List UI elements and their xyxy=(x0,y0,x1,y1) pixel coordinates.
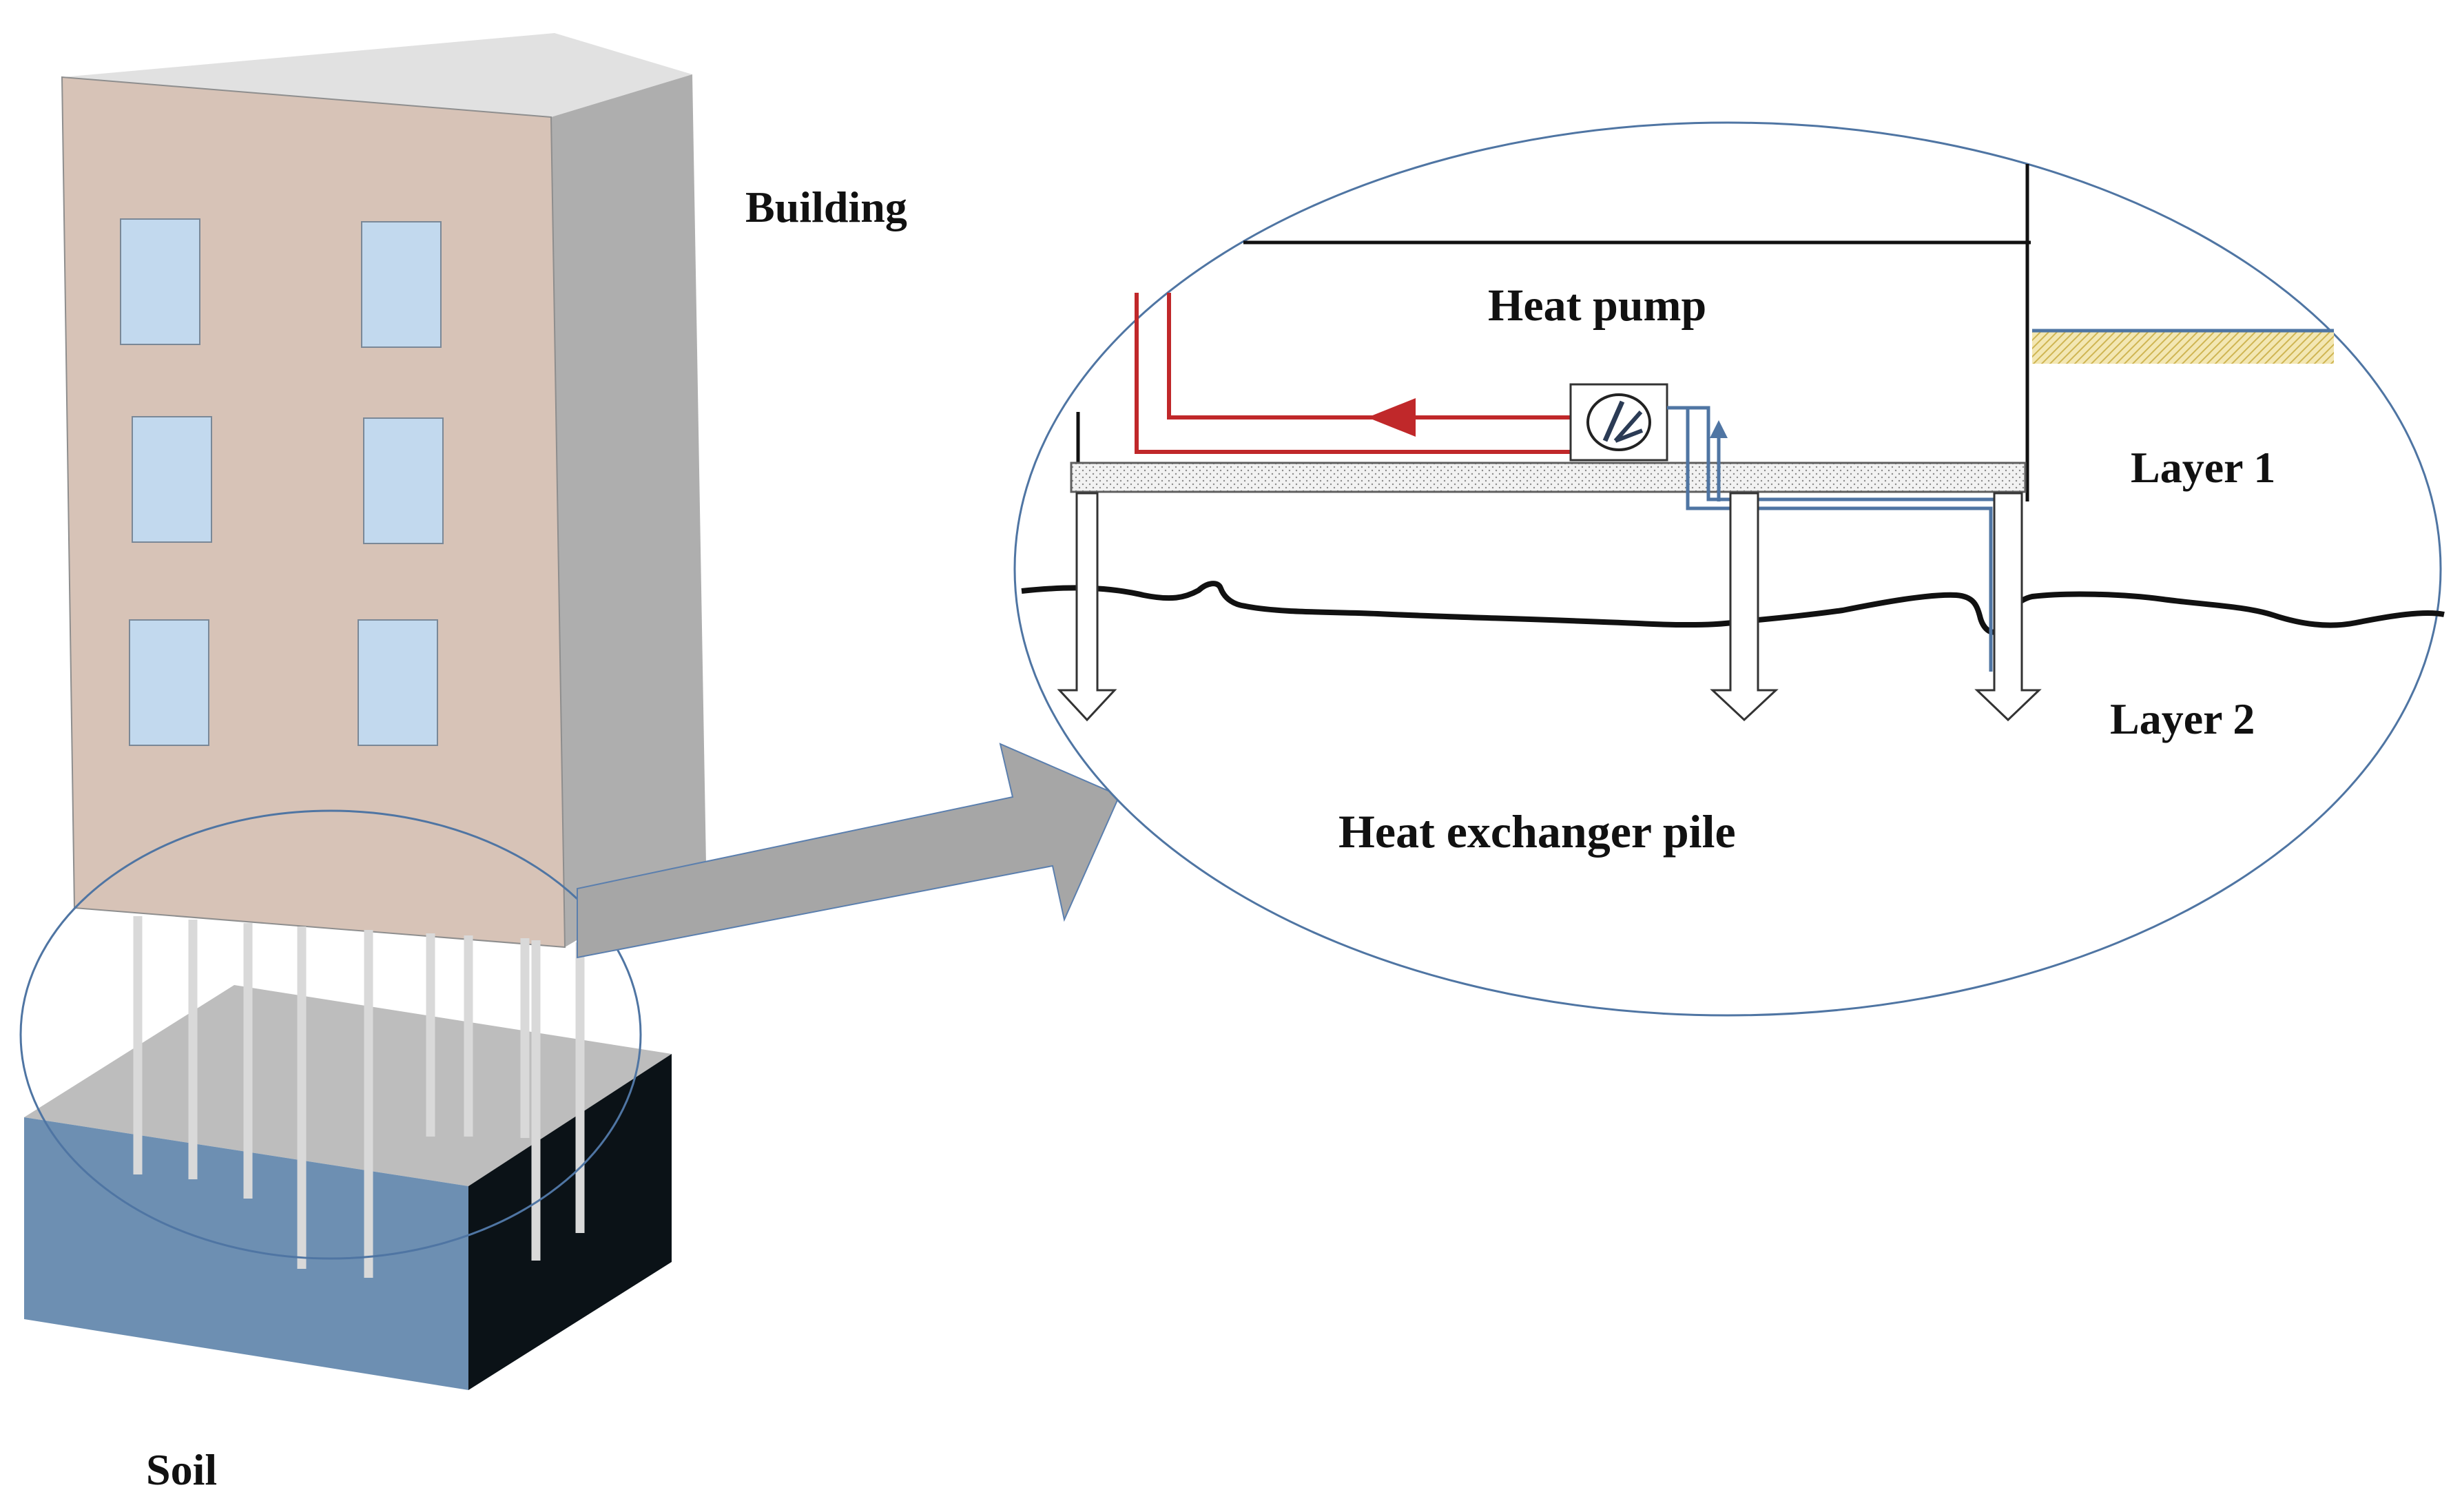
soil-block xyxy=(24,985,672,1390)
floor-slab xyxy=(1070,462,2027,493)
soil-front-face xyxy=(24,1117,468,1390)
soil-label: Soil xyxy=(146,1445,217,1494)
heat-pump-compressor-icon xyxy=(1586,393,1651,451)
building-side-face xyxy=(551,74,706,947)
heat-pump-label: Heat pump xyxy=(1488,280,1706,331)
heat-exchanger-pile-label: Heat exchanger pile xyxy=(1338,805,1736,858)
focus-ellipse-small xyxy=(19,809,642,1260)
building-piles xyxy=(133,916,585,1278)
hot-pipe-outer xyxy=(1135,293,1574,454)
building-outline xyxy=(1076,164,2031,501)
detail-piles xyxy=(1057,492,2042,722)
soil-side-face xyxy=(468,1054,672,1390)
compressor-blade xyxy=(1602,400,1625,442)
window xyxy=(363,417,444,544)
building xyxy=(61,33,706,949)
window xyxy=(129,619,209,746)
pile-arrow xyxy=(1057,492,1117,722)
cold-flow-arrow xyxy=(1710,420,1728,438)
compressor-blade xyxy=(1614,428,1644,443)
flow-direction-arrow xyxy=(1367,398,1416,437)
building-top-face xyxy=(62,33,692,117)
ground-surface xyxy=(2032,329,2334,364)
hot-pipe-inner xyxy=(1167,293,1574,420)
zoom-arrow xyxy=(577,743,1121,959)
window xyxy=(132,416,212,543)
cold-pipe-return xyxy=(1686,408,1993,672)
heat-pump-unit xyxy=(1569,383,1668,462)
layer-2-label: Layer 2 xyxy=(2110,694,2255,743)
sand-layer xyxy=(2032,331,2334,364)
compressor-blade xyxy=(1613,411,1643,442)
pile-arrow xyxy=(1974,492,2042,722)
window xyxy=(120,218,200,345)
building-label: Building xyxy=(745,183,907,231)
layer-boundary xyxy=(1021,581,2445,635)
layer-1-label: Layer 1 xyxy=(2131,443,2275,492)
soil-top-face xyxy=(24,985,672,1186)
window xyxy=(361,221,442,348)
hot-pipe xyxy=(1135,293,1574,454)
window xyxy=(358,619,438,746)
detail-ellipse xyxy=(1013,121,2442,1017)
pile-arrow xyxy=(1710,492,1779,722)
